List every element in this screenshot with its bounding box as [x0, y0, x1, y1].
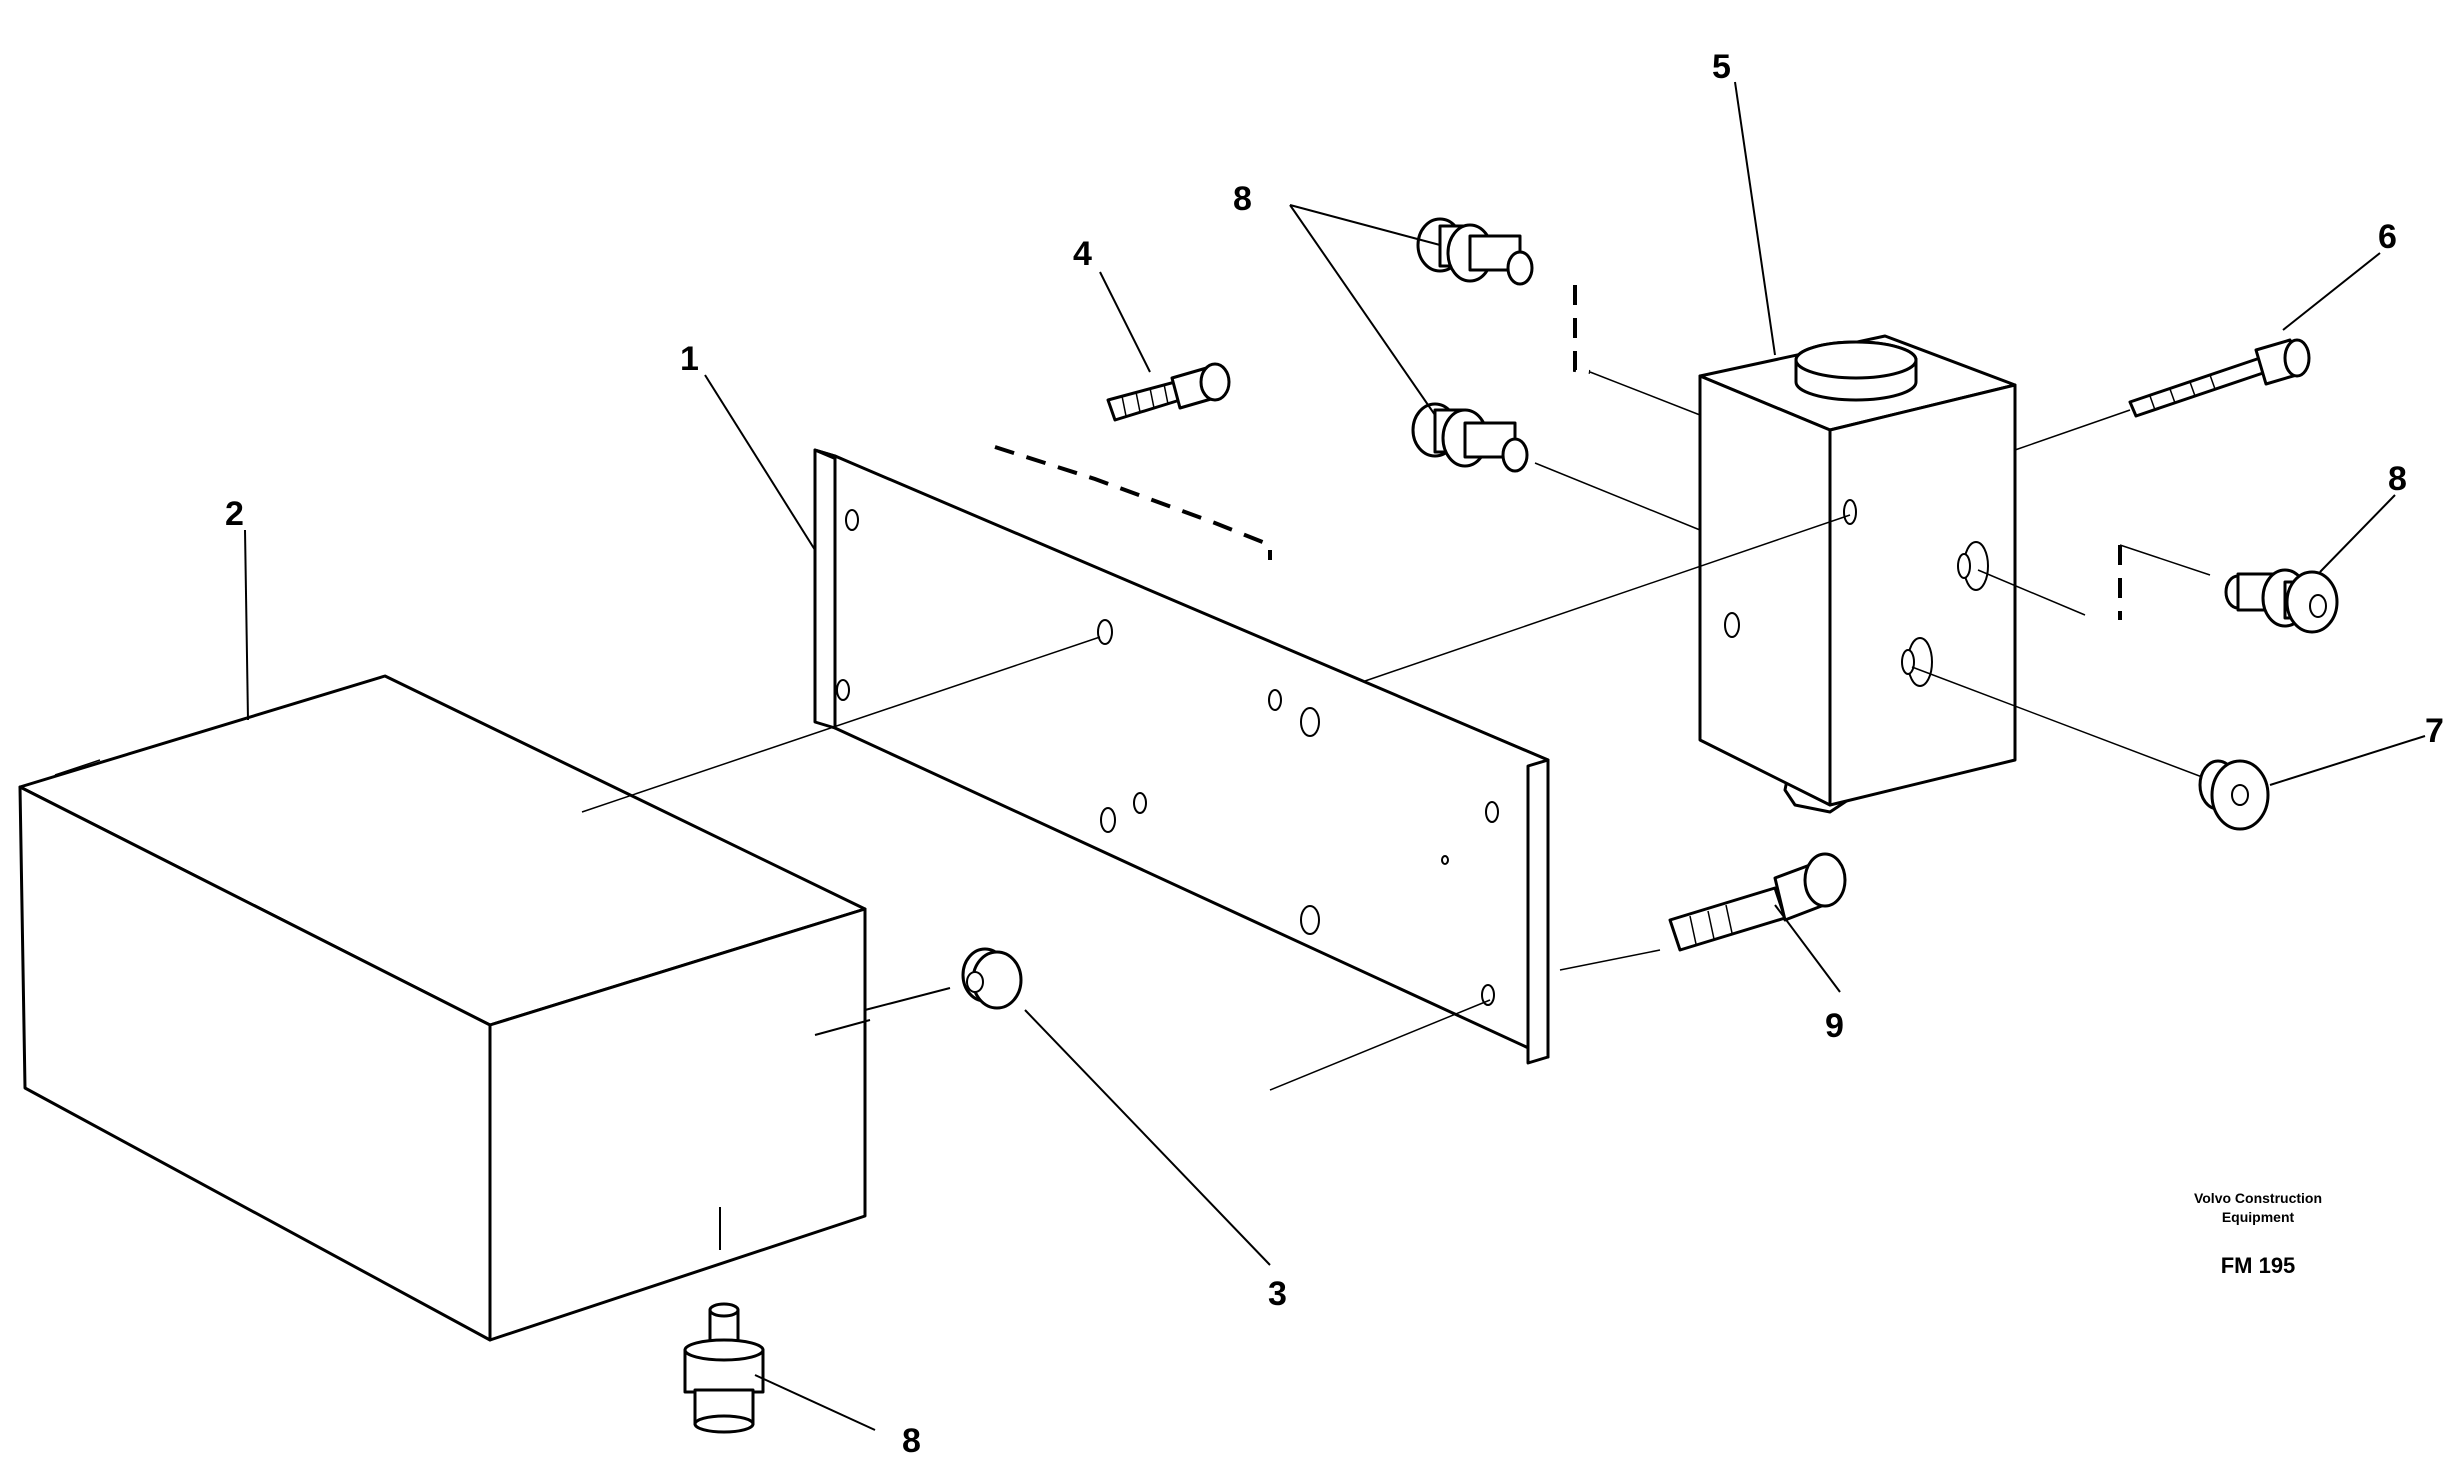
- part-8-fitting-middle: [1411, 402, 1529, 473]
- part-4-bolt: [1106, 362, 1231, 422]
- credit-block: Volvo Construction Equipment FM 195: [2194, 1190, 2322, 1278]
- alignment-lines: [581, 371, 2211, 1091]
- callout-2: 2: [225, 495, 244, 533]
- part-8-fitting-right: [2224, 568, 2339, 634]
- part-8-fitting-upper: [1416, 217, 1534, 286]
- part-8-fitting-bottom: [683, 1302, 765, 1434]
- part-7-plug: [2198, 759, 2270, 831]
- figure-code: FM 195: [2221, 1253, 2296, 1278]
- part-3-plug: [961, 947, 1023, 1010]
- callout-8-right: 8: [2388, 460, 2407, 498]
- callout-labels: 1 2 3 4 5 6 7 8 8 8 9: [225, 48, 2444, 1460]
- credit-line-2: Equipment: [2222, 1209, 2295, 1225]
- part-6-screw: [2128, 338, 2311, 418]
- credit-line-1: Volvo Construction: [2194, 1190, 2322, 1206]
- callout-8-top: 8: [1233, 180, 1252, 218]
- leader-lines: [244, 81, 2426, 1431]
- part-5-valve-block: [1698, 334, 2017, 814]
- callout-7: 7: [2425, 712, 2444, 750]
- part-9-bolt: [1668, 852, 1847, 952]
- callout-8-bottom: 8: [902, 1422, 921, 1460]
- callout-9: 9: [1825, 1007, 1844, 1045]
- callout-3: 3: [1268, 1275, 1287, 1313]
- callout-1: 1: [680, 340, 699, 378]
- assembly-dashed-lines: [994, 285, 2122, 620]
- part-1-mounting-plate: [813, 448, 1550, 1065]
- callout-6: 6: [2378, 218, 2397, 256]
- part-2-housing-box: [18, 674, 951, 1342]
- callout-4: 4: [1073, 235, 1092, 273]
- callout-5: 5: [1712, 48, 1731, 86]
